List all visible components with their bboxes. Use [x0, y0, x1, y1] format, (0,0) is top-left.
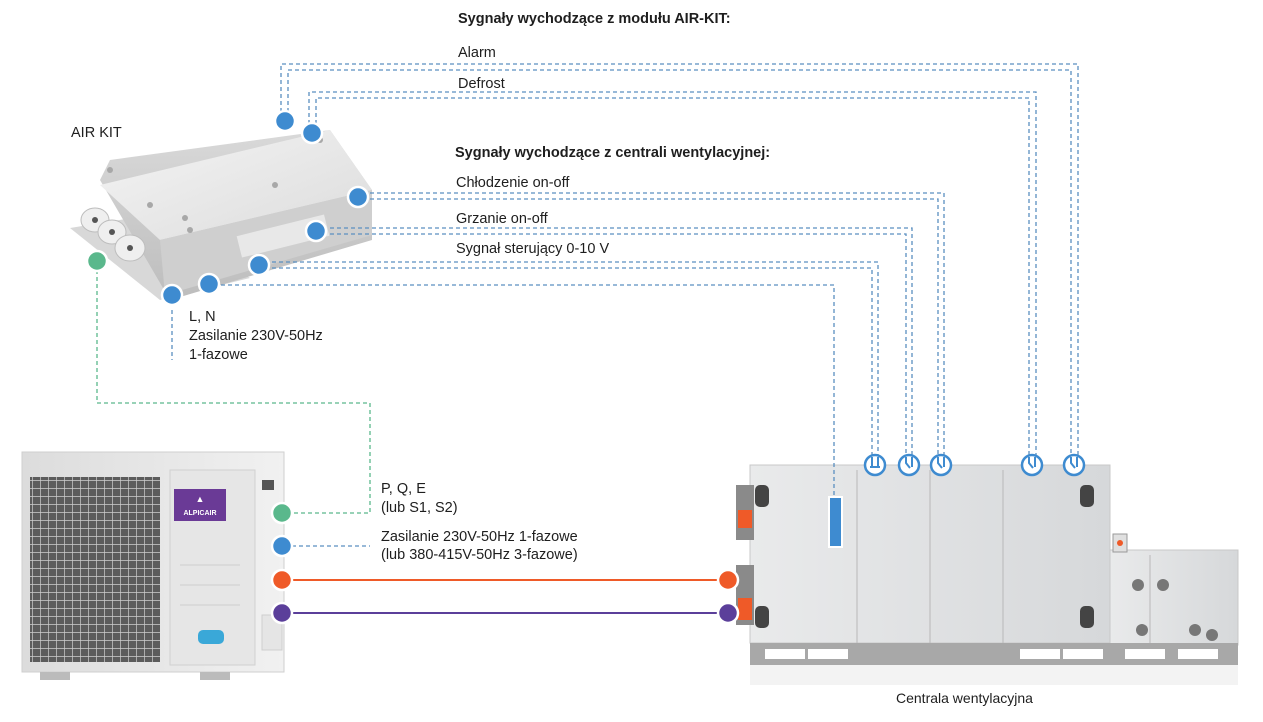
- alarm-wire-2: [287, 69, 1072, 458]
- airkit-alarm-terminal: [273, 109, 297, 133]
- brand-name: ALPICAIR: [183, 510, 216, 517]
- heating-wire: [330, 227, 913, 458]
- brand-logo-icon: ▲: [196, 494, 205, 504]
- relay-icon-defrost: [1020, 453, 1044, 477]
- airkit-power-line1: L, N: [189, 309, 216, 325]
- control-signal-wire: [272, 261, 879, 458]
- relay-contacts: [863, 453, 1086, 477]
- outdoor-purple-terminal: [270, 601, 294, 625]
- ahu-signals-header: Sygnały wychodzące z centrali wentylacyj…: [455, 145, 771, 161]
- relay-icon-heating: [897, 453, 921, 477]
- airkit-defrost-terminal: [300, 121, 324, 145]
- ahu-sensor-wire: [214, 284, 835, 512]
- alarm-wire: [280, 63, 1079, 458]
- ahu-sensor-marker: [828, 496, 843, 548]
- defrost-wire: [308, 91, 1037, 458]
- air-kit-label: AIR KIT: [71, 125, 122, 141]
- airkit-power-line3: 1-fazowe: [189, 347, 248, 363]
- signal-wiring: [96, 63, 1079, 547]
- cable-glands: [80, 207, 146, 262]
- comm-label-line2: (lub S1, S2): [381, 500, 458, 516]
- airkit-power-terminal: [160, 283, 184, 307]
- relay-icon-cooling: [929, 453, 953, 477]
- air-kit-device: [70, 130, 372, 300]
- relay-icon-alarm: [1062, 453, 1086, 477]
- airkit-heating-terminal: [304, 219, 328, 243]
- airkit-cooling-terminal: [346, 185, 370, 209]
- energy-label-icon: [198, 630, 224, 644]
- outdoor-unit: ▲ ALPICAIR: [21, 451, 285, 680]
- comm-label-line1: P, Q, E: [381, 481, 426, 497]
- communication-wire: [96, 270, 371, 514]
- signal-label-alarm: Alarm: [458, 45, 496, 61]
- cooling-wire: [370, 192, 945, 458]
- signal-label-control: Sygnał sterujący 0-10 V: [456, 241, 610, 257]
- airkit-signals-header: Sygnały wychodzące z modułu AIR-KIT:: [458, 11, 731, 27]
- control-signal-wire-2: [272, 267, 873, 458]
- heating-wire-2: [330, 233, 907, 458]
- ahu-purple-terminal: [716, 601, 740, 625]
- air-handling-unit: [736, 464, 1239, 685]
- connection-points: [85, 109, 740, 625]
- ahu-label: Centrala wentylacyjna: [896, 690, 1033, 706]
- signal-label-defrost: Defrost: [458, 76, 505, 92]
- outdoor-power-label-line1: Zasilanie 230V-50Hz 1-fazowe: [381, 529, 578, 545]
- outdoor-power-label-line2: (lub 380-415V-50Hz 3-fazowe): [381, 547, 578, 563]
- airkit-power-line2: Zasilanie 230V-50Hz: [189, 328, 323, 344]
- outdoor-comm-terminal: [270, 501, 294, 525]
- airkit-sensor-terminal: [197, 272, 221, 296]
- defrost-wire-2: [315, 97, 1030, 458]
- relay-icon-control: [863, 453, 887, 477]
- airkit-comm-terminal: [85, 249, 109, 273]
- cooling-wire-2: [370, 198, 939, 458]
- signal-label-cooling: Chłodzenie on-off: [456, 175, 570, 191]
- brand-badge: [174, 489, 226, 521]
- outdoor-power-terminal: [270, 534, 294, 558]
- signal-label-heating: Grzanie on-off: [456, 211, 548, 227]
- ahu-orange-terminal: [716, 568, 740, 592]
- airkit-0-10v-terminal: [247, 253, 271, 277]
- outdoor-orange-terminal: [270, 568, 294, 592]
